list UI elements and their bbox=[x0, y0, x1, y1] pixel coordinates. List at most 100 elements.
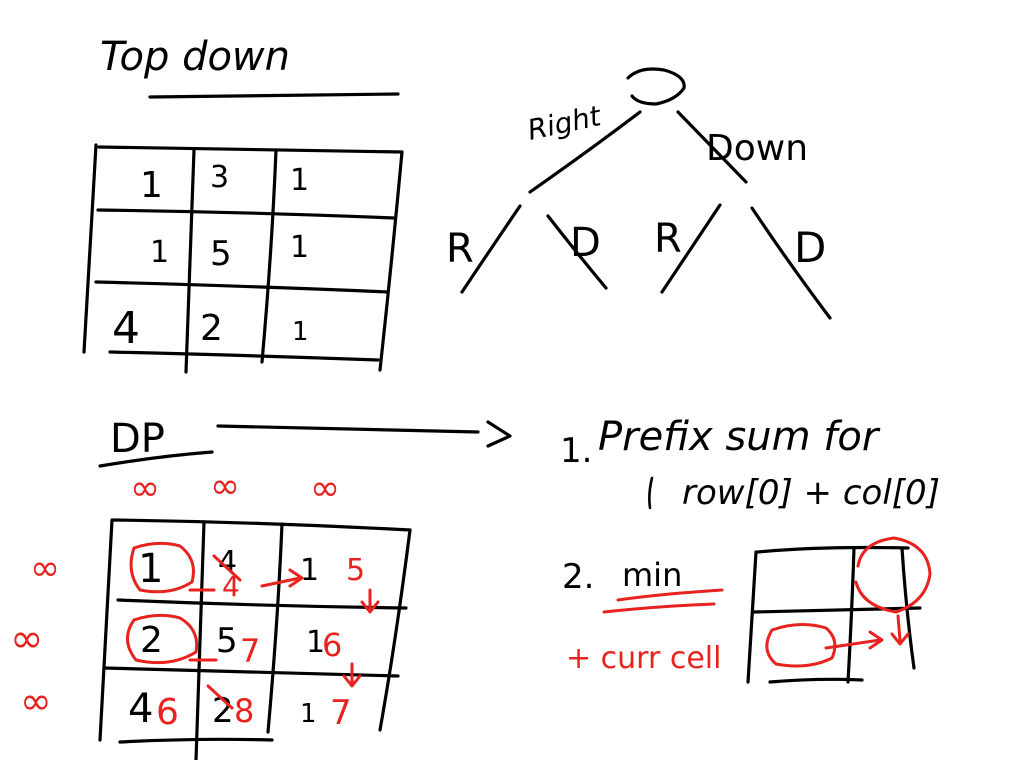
dp-cell-2-0: 4 bbox=[128, 686, 153, 732]
dp-red-0-2: 5 bbox=[346, 553, 365, 588]
top-down-section: Top down 1 3 1 1 5 1 4 2 1 bbox=[82, 34, 404, 374]
dp-red-2-2: 7 bbox=[330, 693, 352, 733]
grid-line bbox=[98, 518, 114, 742]
dp-red-0-1: 4 bbox=[222, 570, 240, 603]
dp-cell-0-2: 1 bbox=[300, 553, 319, 588]
step1-number: 1. bbox=[560, 431, 592, 471]
strike-mark bbox=[206, 684, 234, 710]
dp-red-2-0: 6 bbox=[156, 692, 179, 733]
grid-line bbox=[112, 518, 412, 532]
tree-edge bbox=[676, 110, 748, 184]
grid-line bbox=[378, 150, 404, 372]
tree-branch-right-label: Right bbox=[525, 99, 605, 147]
dp-cell-1-2: 1 bbox=[306, 625, 325, 660]
td-cell-2-2: 1 bbox=[292, 317, 309, 347]
underline-mark bbox=[602, 602, 716, 614]
grid-line bbox=[97, 145, 404, 154]
notes-section: 1. Prefix sum for row[0] + col[0] 2. min… bbox=[560, 414, 940, 684]
circle-highlight bbox=[854, 536, 932, 614]
tree-edge bbox=[750, 206, 832, 320]
arrow-icon bbox=[896, 614, 902, 642]
top-down-title: Top down bbox=[100, 34, 290, 80]
tree-edge bbox=[528, 110, 642, 194]
tree-branch-down-label: Down bbox=[706, 128, 808, 169]
grid-line bbox=[756, 545, 910, 554]
arrow-icon bbox=[824, 638, 882, 650]
dp-grid bbox=[98, 518, 412, 760]
arrow-head-icon bbox=[890, 632, 910, 646]
top-down-cells: 1 3 1 1 5 1 4 2 1 bbox=[112, 160, 309, 354]
dp-infinity-row: ∞ ∞ ∞ ∞ ∞ ∞ bbox=[10, 466, 340, 723]
dp-inf-row-1: ∞ bbox=[10, 616, 43, 662]
tree-edge bbox=[660, 203, 722, 294]
td-cell-0-1: 3 bbox=[210, 160, 229, 195]
tree-leaf: R bbox=[654, 216, 682, 262]
tree-leaf: D bbox=[794, 223, 826, 272]
dp-title-underline bbox=[98, 450, 214, 468]
dp-inf-col-0: ∞ bbox=[130, 468, 160, 509]
arrow-head-icon bbox=[288, 568, 304, 588]
dp-inf-row-0: ∞ bbox=[30, 548, 60, 589]
dp-inf-row-2: ∞ bbox=[20, 679, 52, 723]
td-cell-2-0: 4 bbox=[112, 303, 140, 354]
grid-line bbox=[82, 143, 98, 354]
dp-inf-col-2: ∞ bbox=[310, 468, 340, 509]
dp-cell-2-1: 2 bbox=[212, 691, 234, 731]
grid-line bbox=[108, 350, 380, 362]
td-cell-2-1: 2 bbox=[200, 308, 223, 349]
arrow-head-icon bbox=[342, 674, 362, 688]
grid-line bbox=[184, 148, 196, 374]
grid-line bbox=[768, 677, 864, 684]
top-down-grid bbox=[82, 143, 404, 374]
grid-line bbox=[266, 522, 284, 734]
grid-line bbox=[846, 546, 856, 684]
grid-line bbox=[752, 606, 922, 614]
step2-text: min bbox=[622, 556, 682, 594]
dp-inf-col-1: ∞ bbox=[210, 466, 240, 507]
dp-cell-1-0: 2 bbox=[140, 620, 163, 661]
step2-sub: + curr cell bbox=[566, 641, 721, 676]
arrow-icon bbox=[260, 576, 302, 588]
top-down-title-underline bbox=[148, 92, 400, 99]
dp-cell-1-1: 5 bbox=[216, 621, 238, 661]
dp-cell-0-0: 1 bbox=[138, 546, 163, 592]
arrow-head-icon bbox=[868, 630, 884, 650]
dp-red-1-2: 6 bbox=[322, 626, 342, 664]
tree-edge bbox=[460, 204, 522, 294]
mini-grid bbox=[746, 536, 932, 684]
dp-red-1-1: 7 bbox=[240, 632, 260, 670]
grid-line bbox=[900, 546, 916, 670]
underline-mark bbox=[616, 588, 724, 602]
arrow-head-icon bbox=[360, 600, 380, 614]
arrow-head-icon bbox=[486, 420, 512, 448]
dp-red-2-1: 8 bbox=[234, 692, 254, 730]
td-cell-0-2: 1 bbox=[290, 163, 309, 198]
dp-section: DP ∞ ∞ ∞ ∞ ∞ ∞ 1 4 1 2 5 1 bbox=[10, 416, 512, 760]
circle-highlight bbox=[765, 623, 837, 668]
step2-number: 2. bbox=[562, 557, 594, 597]
tree-root-node bbox=[626, 67, 686, 106]
dp-red-annotations: 4 5 7 6 6 8 7 bbox=[126, 541, 380, 733]
dp-cells: 1 4 1 2 5 1 4 2 1 bbox=[128, 545, 325, 732]
grid-line bbox=[260, 148, 278, 364]
step1-text: Prefix sum for bbox=[598, 414, 881, 460]
grid-line bbox=[746, 550, 758, 684]
strike-mark bbox=[212, 554, 242, 582]
step1-pen-tick bbox=[648, 476, 654, 510]
dp-title: DP bbox=[110, 416, 165, 462]
grid-line bbox=[194, 520, 206, 760]
arrow-shaft bbox=[216, 424, 480, 434]
dp-cell-2-2: 1 bbox=[300, 699, 317, 729]
grid-line bbox=[102, 666, 400, 678]
grid-line bbox=[94, 280, 390, 294]
tree-leaf: R bbox=[446, 226, 474, 272]
circle-highlight bbox=[126, 613, 199, 665]
td-cell-1-2: 1 bbox=[290, 230, 309, 265]
recursion-tree: Right Down R D R D bbox=[446, 67, 832, 320]
grid-line bbox=[378, 528, 412, 732]
grid-line bbox=[96, 208, 396, 220]
circle-highlight bbox=[129, 541, 195, 594]
td-cell-1-1: 5 bbox=[210, 234, 232, 274]
tree-edge bbox=[546, 214, 608, 290]
